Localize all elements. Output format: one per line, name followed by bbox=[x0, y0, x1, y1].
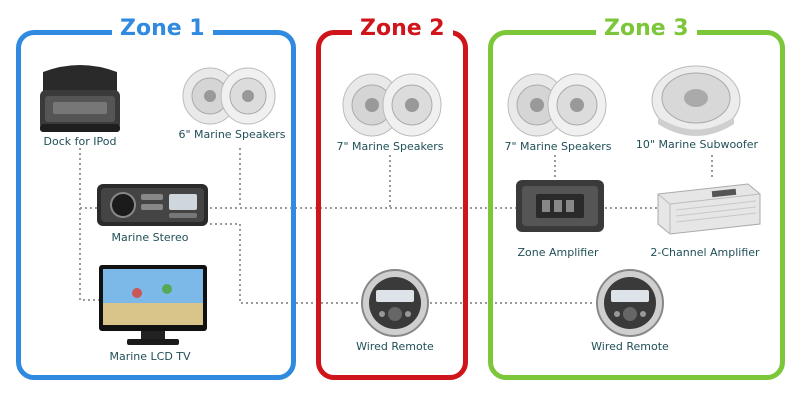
wire-remote-zone2 bbox=[210, 223, 360, 304]
label-speakers-zone1: 6" Marine Speakers bbox=[178, 128, 286, 141]
label-subwoofer: 10" Marine Subwoofer bbox=[635, 138, 759, 151]
amplifier-icon bbox=[516, 180, 604, 232]
label-tv: Marine LCD TV bbox=[109, 350, 191, 363]
label-zone-amp: Zone Amplifier bbox=[517, 246, 599, 259]
subwoofer-icon bbox=[651, 65, 741, 136]
label-two-ch-amp: 2-Channel Amplifier bbox=[650, 246, 760, 259]
speaker-pair-icon bbox=[342, 73, 442, 137]
label-speakers-zone2: 7" Marine Speakers bbox=[336, 140, 444, 153]
label-remote-zone3: Wired Remote bbox=[591, 340, 669, 353]
zone-3-title: Zone 3 bbox=[596, 16, 697, 41]
speaker-pair-icon bbox=[507, 73, 607, 137]
zone-2-title: Zone 2 bbox=[352, 16, 453, 41]
remote-icon bbox=[361, 269, 429, 337]
amplifier-icon bbox=[657, 183, 761, 235]
label-stereo: Marine Stereo bbox=[111, 231, 189, 244]
label-remote-zone2: Wired Remote bbox=[356, 340, 434, 353]
remote-icon bbox=[596, 269, 664, 337]
ipod-dock-icon bbox=[40, 65, 120, 132]
label-dock: Dock for IPod bbox=[43, 135, 117, 148]
wire-tv bbox=[79, 208, 100, 301]
zone-1-title: Zone 1 bbox=[112, 16, 213, 41]
tv-icon bbox=[99, 265, 207, 345]
speaker-pair-icon bbox=[182, 67, 276, 125]
label-speakers-zone3: 7" Marine Speakers bbox=[504, 140, 612, 153]
stereo-icon bbox=[97, 184, 208, 226]
